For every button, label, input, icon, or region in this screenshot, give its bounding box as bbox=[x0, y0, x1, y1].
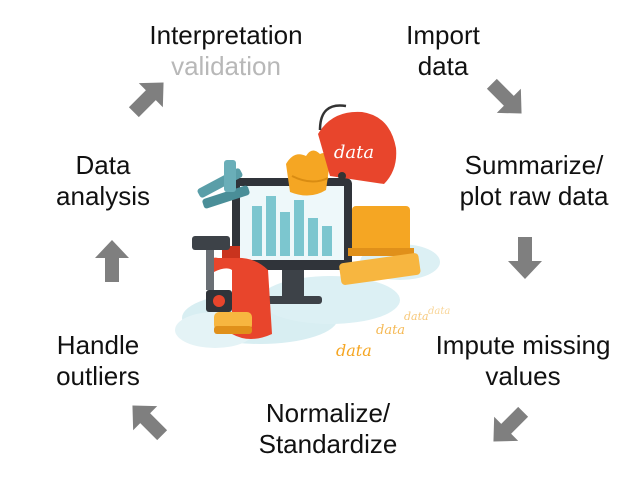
data-tag-icon: data bbox=[318, 104, 397, 184]
scattered-data-4: data bbox=[428, 306, 450, 317]
step-outliers: Handle outliers bbox=[28, 330, 168, 392]
screen-bar-chart-icon bbox=[252, 196, 332, 256]
step-interpretation-title: Interpretation bbox=[149, 20, 303, 50]
step-impute: Impute missing values bbox=[418, 330, 628, 392]
step-import: Import data bbox=[378, 20, 508, 82]
step-interpretation-subtitle: validation bbox=[171, 51, 281, 81]
glove-icon bbox=[286, 150, 330, 196]
step-summarize: Summarize/ plot raw data bbox=[436, 150, 632, 212]
step-summarize-line2: plot raw data bbox=[459, 181, 609, 211]
step-normalize: Normalize/ Standardize bbox=[228, 398, 428, 460]
arrow-to-analysis-icon bbox=[95, 240, 129, 282]
scattered-data-1: data bbox=[336, 341, 372, 360]
hammer-icon bbox=[192, 236, 230, 290]
clothespin-icon bbox=[197, 160, 250, 209]
step-import-line2: data bbox=[417, 51, 469, 81]
scattered-data-3: data bbox=[404, 310, 429, 323]
step-normalize-line1: Normalize/ bbox=[265, 398, 391, 428]
scattered-data-text: data data data data bbox=[336, 306, 450, 360]
step-normalize-line2: Standardize bbox=[258, 429, 398, 459]
step-analysis-line2: analysis bbox=[56, 181, 150, 211]
step-analysis-line1: Data bbox=[75, 150, 131, 180]
step-outliers-line2: outliers bbox=[56, 361, 140, 391]
sponge-icon bbox=[214, 312, 252, 334]
dustpan-icon bbox=[339, 206, 421, 285]
arrow-to-normalize-icon bbox=[481, 399, 536, 454]
data-tag-label: data bbox=[334, 142, 374, 163]
step-analysis: Data analysis bbox=[28, 150, 178, 212]
step-interpretation: Interpretation validation bbox=[126, 20, 326, 82]
step-import-line1: Import bbox=[406, 20, 480, 50]
step-impute-line1: Impute missing bbox=[435, 330, 611, 360]
step-outliers-line1: Handle bbox=[56, 330, 140, 360]
step-summarize-line1: Summarize/ bbox=[464, 150, 604, 180]
arrow-to-outliers-icon bbox=[120, 393, 175, 448]
small-device-icon bbox=[206, 290, 232, 312]
step-impute-line2: values bbox=[485, 361, 561, 391]
arrow-to-impute-icon bbox=[508, 237, 542, 279]
scattered-data-2: data bbox=[376, 323, 405, 338]
